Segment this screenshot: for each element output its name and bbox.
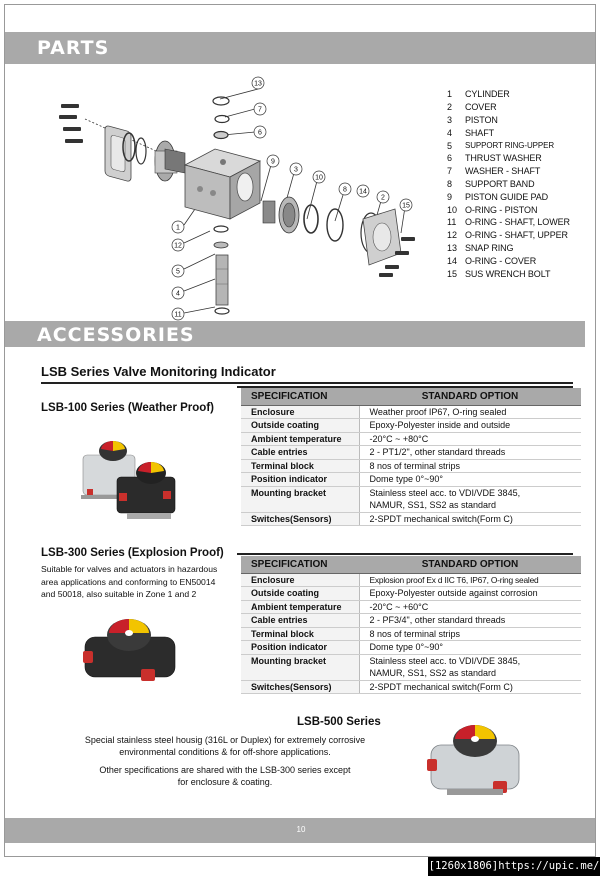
- lsb100-product-image: [81, 440, 176, 519]
- accessories-heading: ACCESSORIES: [37, 324, 195, 346]
- svg-text:12: 12: [174, 243, 182, 250]
- parts-heading: PARTS: [37, 37, 110, 59]
- accessories-header-band: ACCESSORIES: [5, 321, 585, 347]
- lsb500-paragraph-1: Special stainless steel housig (316L or …: [84, 735, 366, 757]
- svg-text:6: 6: [258, 130, 262, 137]
- callout-6: 6: [253, 125, 267, 139]
- svg-text:4: 4: [176, 291, 180, 298]
- svg-text:9: 9: [271, 159, 275, 166]
- svg-text:1: 1: [176, 225, 180, 232]
- lsb100-table-topline: [237, 386, 573, 388]
- svg-text:14: 14: [359, 189, 367, 196]
- table-header-row: SPECIFICATION STANDARD OPTION: [241, 556, 581, 574]
- upic-watermark: [1260x1806]https://upic.me/: [428, 857, 600, 876]
- table-row: Ambient temperature-20°C ~ +80°C: [241, 432, 581, 446]
- callout-2: 2: [376, 190, 390, 204]
- option-column-header: STANDARD OPTION: [359, 388, 581, 406]
- table-row: Ambient temperature-20°C ~ +60°C: [241, 600, 581, 614]
- callout-12: 12: [171, 238, 185, 252]
- svg-text:15: 15: [402, 203, 410, 210]
- actuator-exploded-diagram: 13 7 6 9 3 10 8 14 2 15 1 12 5 4 11: [59, 76, 415, 321]
- lsb300-table-topline: [237, 553, 573, 555]
- callout-10: 10: [312, 170, 326, 184]
- callout-3: 3: [289, 162, 303, 176]
- spec-column-header: SPECIFICATION: [241, 388, 359, 406]
- page-footer-band: 10: [5, 818, 595, 843]
- callout-8: 8: [338, 182, 352, 196]
- page-number: 10: [296, 825, 306, 834]
- table-header-row: SPECIFICATION STANDARD OPTION: [241, 388, 581, 406]
- svg-text:13: 13: [254, 81, 262, 88]
- lsb500-product-image: [427, 725, 520, 795]
- lsb-title-rule: [41, 382, 573, 384]
- callout-14: 14: [356, 184, 370, 198]
- callout-15: 15: [399, 198, 413, 212]
- svg-text:5: 5: [176, 269, 180, 276]
- svg-text:8: 8: [343, 187, 347, 194]
- lsb500-title: LSB-500 Series: [297, 716, 381, 728]
- callout-1: 1: [171, 220, 185, 234]
- svg-text:11: 11: [174, 312, 181, 319]
- callout-4: 4: [171, 286, 185, 300]
- svg-text:2: 2: [381, 195, 385, 202]
- callout-5: 5: [171, 264, 185, 278]
- callout-9: 9: [266, 154, 280, 168]
- parts-header-band: PARTS: [5, 32, 595, 64]
- lsb300-title: LSB-300 Series (Explosion Proof): [41, 547, 224, 559]
- svg-text:7: 7: [258, 107, 262, 114]
- callout-7: 7: [253, 102, 267, 116]
- callout-13: 13: [251, 76, 265, 90]
- table-row: Switches(Sensors)2-SPDT mechanical switc…: [241, 680, 581, 694]
- callout-11: 11: [171, 307, 185, 321]
- page: PARTS: [4, 4, 596, 857]
- lsb300-product-image: [83, 619, 176, 681]
- lsb-series-title: LSB Series Valve Monitoring Indicator: [41, 364, 276, 379]
- lsb300-description: Suitable for valves and actuators in haz…: [41, 564, 218, 599]
- spec-column-header: SPECIFICATION: [241, 556, 359, 574]
- lsb100-title: LSB-100 Series (Weather Proof): [41, 402, 214, 414]
- lsb500-paragraph-2: Other specifications are shared with the…: [99, 765, 351, 787]
- option-column-header: STANDARD OPTION: [359, 556, 581, 574]
- svg-text:10: 10: [315, 175, 323, 182]
- svg-text:3: 3: [294, 167, 298, 174]
- table-row: Switches(Sensors)2-SPDT mechanical switc…: [241, 512, 581, 526]
